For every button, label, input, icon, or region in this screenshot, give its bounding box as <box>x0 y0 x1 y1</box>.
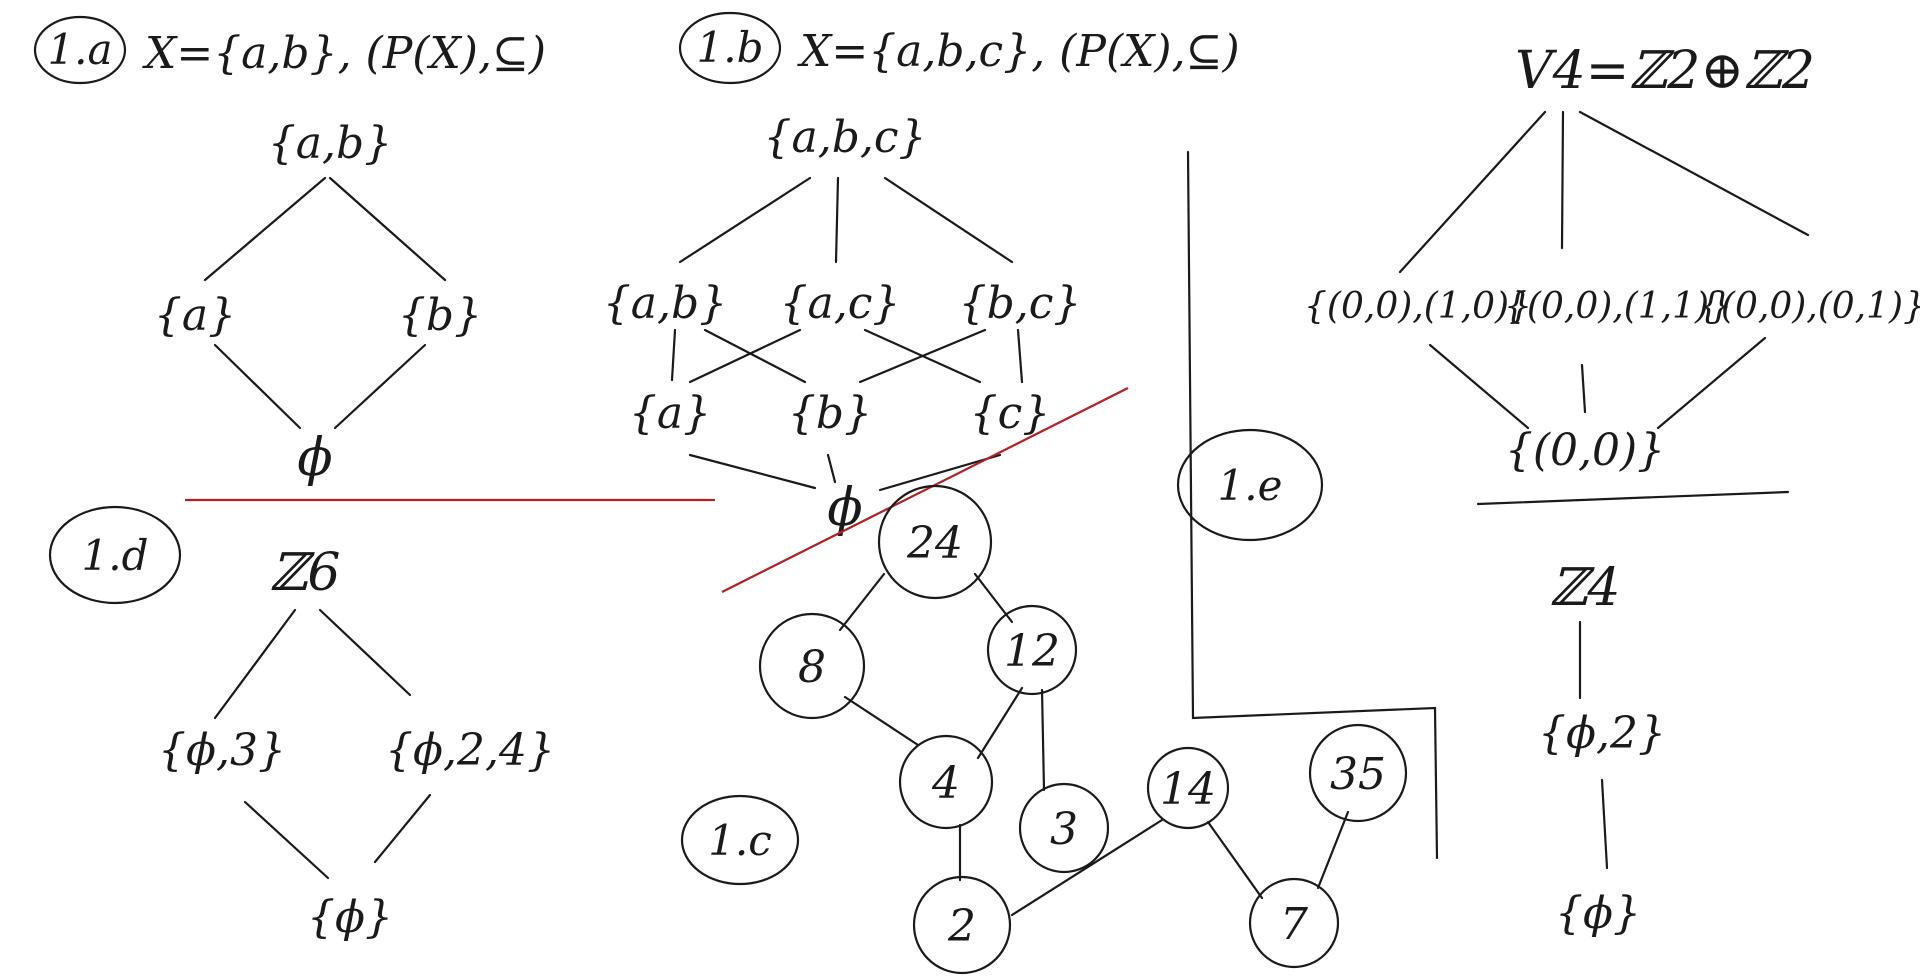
node-2: 2 <box>947 901 976 952</box>
node-1b-a: {a} <box>629 388 711 439</box>
divider-1e-bracket <box>1186 150 1439 860</box>
edge-1d-z6-024 <box>318 608 412 697</box>
node-8: 8 <box>798 642 826 693</box>
node-z4-0: {ϕ} <box>1555 888 1641 939</box>
node-circle-4 <box>898 734 994 830</box>
tag-1a-circle <box>33 15 127 85</box>
node-1d-03: {ϕ,3} <box>158 725 286 776</box>
tag-1d: 1.d <box>82 531 149 580</box>
node-4: 4 <box>931 758 960 809</box>
edge-z4-02-0 <box>1600 778 1609 870</box>
edge-1a-ab-a <box>203 176 327 282</box>
edge-1b-ab-a <box>670 328 677 382</box>
node-1e-01: {(0,0),(0,1)} <box>1698 286 1920 327</box>
node-1e-11: {(0,0),(1,1)} <box>1504 286 1732 327</box>
edge-1a-ab-b <box>328 176 447 282</box>
edge-1b-ab-b <box>703 328 807 384</box>
edge-1c-35-7 <box>1316 810 1350 890</box>
edge-1c-8-4 <box>843 695 920 747</box>
edge-1e-v4-11 <box>1560 110 1565 250</box>
tag-1a: 1.a <box>47 25 112 74</box>
node-circle-7 <box>1248 877 1340 969</box>
node-1b-ab: {a,b} <box>603 278 727 329</box>
node-circle-8 <box>758 612 866 720</box>
node-1d-z6: ℤ6 <box>269 543 340 603</box>
problem-1b: 1.b X={a,b,c}, (P(X),⊆) {a,b,c} {a,b} {a… <box>603 11 1240 538</box>
node-1b-b: {b} <box>788 388 872 439</box>
tag-1e-circle <box>1176 428 1324 542</box>
node-1a-a: {a} <box>154 290 236 341</box>
node-1e-00: {(0,0)} <box>1505 425 1665 476</box>
node-circle-24 <box>877 484 993 600</box>
edge-1c-14-7 <box>1206 820 1264 900</box>
edge-1b-a-empty <box>688 453 817 490</box>
node-12: 12 <box>1004 626 1060 677</box>
node-24: 24 <box>906 518 963 569</box>
node-1b-bc: {b,c} <box>959 278 1082 329</box>
edge-1c-12-3 <box>1040 688 1046 792</box>
edge-1d-024-0 <box>373 793 432 864</box>
node-1d-024: {ϕ,2,4} <box>385 725 555 776</box>
node-35: 35 <box>1330 749 1386 800</box>
node-z4-02: {ϕ,2} <box>1538 708 1666 759</box>
edge-1e-10-00 <box>1428 343 1530 430</box>
node-1b-abc: {a,b,c} <box>763 112 926 163</box>
edge-1b-bc-c <box>1016 328 1024 384</box>
node-circle-3 <box>1018 782 1110 874</box>
node-1b-empty: ϕ <box>827 478 862 538</box>
edge-1b-ac-a <box>688 328 802 384</box>
edge-1b-abc-ac <box>834 176 840 264</box>
node-1e-v4: V4=ℤ2⊕ℤ2 <box>1515 41 1815 101</box>
edge-1c-24-8 <box>838 572 886 632</box>
node-1a-ab: {a,b} <box>268 118 392 169</box>
edge-1b-abc-ab <box>678 176 812 264</box>
node-1a-b: {b} <box>398 290 482 341</box>
divider-v4-z4 <box>1476 490 1790 506</box>
tag-1d-circle <box>48 505 182 605</box>
node-circle-12 <box>986 604 1078 696</box>
edge-1d-z6-03 <box>213 608 297 720</box>
node-3: 3 <box>1050 804 1078 855</box>
heading-1b: X={a,b,c}, (P(X),⊆) <box>797 26 1240 77</box>
problem-1d: 1.d ℤ6 {ϕ,3} {ϕ,2,4} {ϕ} <box>48 505 555 943</box>
problem-1e: 1.e V4=ℤ2⊕ℤ2 {(0,0),(1,0)} {(0,0),(1,1)}… <box>1176 41 1920 542</box>
edge-1e-v4-10 <box>1398 110 1547 274</box>
problem-1a: 1.a X={a,b}, (P(X),⊆) {a,b} {a} {b} ϕ <box>33 15 546 488</box>
node-1a-empty: ϕ <box>297 428 332 488</box>
edge-1e-v4-01 <box>1578 110 1810 237</box>
edge-1d-03-0 <box>243 800 330 880</box>
edge-1a-b-empty <box>333 343 427 430</box>
edge-1c-2-14 <box>1010 818 1164 917</box>
edge-1e-11-00 <box>1580 363 1587 414</box>
dividers <box>185 150 1790 860</box>
node-circle-35 <box>1308 723 1408 823</box>
node-circle-14 <box>1146 746 1230 830</box>
edge-1b-abc-bc <box>883 176 1014 264</box>
tag-1c: 1.c <box>708 816 772 865</box>
problem-1c: 1.c 24 8 12 4 3 2 14 35 7 <box>680 484 1408 975</box>
tag-1c-circle <box>680 794 800 886</box>
node-1b-ac: {a,c} <box>780 278 901 329</box>
problem-z4: ℤ4 {ϕ,2} {ϕ} <box>1538 558 1666 939</box>
edge-1b-bc-b <box>858 328 987 384</box>
node-7: 7 <box>1280 899 1308 950</box>
node-14: 14 <box>1160 764 1216 815</box>
node-circle-2 <box>912 875 1012 975</box>
edge-1b-c-empty <box>878 453 1002 492</box>
node-1d-0: {ϕ} <box>307 892 393 943</box>
tag-1e: 1.e <box>1218 461 1283 510</box>
node-1e-10: {(0,0),(1,0)} <box>1304 286 1532 327</box>
edge-1c-12-4 <box>976 686 1024 760</box>
red-divider-diagonal <box>721 387 1129 593</box>
edge-1a-a-empty <box>213 343 302 430</box>
edge-1b-b-empty <box>826 453 837 484</box>
node-z4: ℤ4 <box>1549 558 1620 618</box>
node-1b-c: {c} <box>970 388 1051 439</box>
tag-1b-circle <box>678 11 782 85</box>
edge-1e-01-00 <box>1656 336 1767 430</box>
heading-1a: X={a,b}, (P(X),⊆) <box>142 28 546 79</box>
tag-1b: 1.b <box>697 23 764 72</box>
